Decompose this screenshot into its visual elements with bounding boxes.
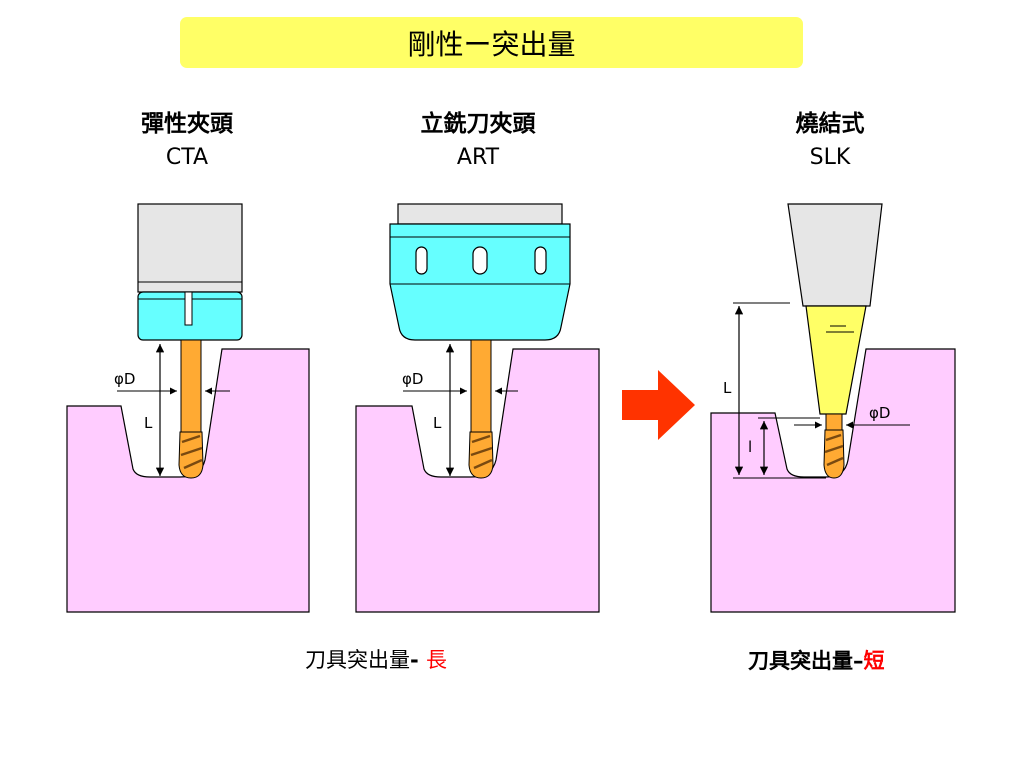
panel-cta: φD L xyxy=(66,203,310,613)
dim-length-label-cta: L xyxy=(144,414,153,432)
holder-body-art xyxy=(397,203,563,225)
caption-short-sep: – xyxy=(853,649,864,673)
dim-diameter-label-cta: φD xyxy=(114,370,135,388)
holder-body-slk xyxy=(787,203,883,307)
holder-title-slk: 燒結式 xyxy=(795,111,865,137)
holder-body-cta xyxy=(137,203,243,293)
caption-short-value: 短 xyxy=(863,649,885,673)
tool-flute-slk xyxy=(823,429,845,479)
workpiece-slk xyxy=(710,348,956,613)
caption-long-sep: - xyxy=(410,648,427,672)
holder-code-cta: CTA xyxy=(165,145,209,170)
panel-slk: φD L l xyxy=(710,203,956,613)
caption-short: 刀具突出量–短 xyxy=(748,645,885,675)
right-arrow-icon xyxy=(622,370,695,440)
holder-code-art: ART xyxy=(456,145,500,170)
dim-length-label-art: L xyxy=(433,414,442,432)
panel-art: φD L xyxy=(355,203,600,613)
workpiece-cta xyxy=(66,348,310,613)
holder-title-art: 立銑刀夾頭 xyxy=(420,111,536,137)
caption-long: 刀具突出量- 長 xyxy=(305,644,447,674)
tool-shank-art xyxy=(470,339,492,439)
dim-length-label-slk: L xyxy=(723,379,732,397)
holder-title-cta: 彈性夾頭 xyxy=(141,111,233,137)
caption-long-prefix: 刀具突出量 xyxy=(305,648,410,672)
caption-long-value: 長 xyxy=(426,648,448,672)
tool-shank-cta xyxy=(180,339,202,439)
workpiece-art xyxy=(355,348,600,613)
dim-diameter-label-slk: φD xyxy=(869,404,890,422)
holder-nut-art xyxy=(389,223,571,341)
holder-code-slk: SLK xyxy=(809,145,851,170)
dim-short-length-label-slk: l xyxy=(748,438,752,456)
caption-short-prefix: 刀具突出量 xyxy=(748,649,853,673)
page-title: 剛性ー突出量 xyxy=(180,17,803,68)
dim-diameter-label-art: φD xyxy=(402,370,423,388)
shrink-sleeve-slk xyxy=(805,305,867,415)
